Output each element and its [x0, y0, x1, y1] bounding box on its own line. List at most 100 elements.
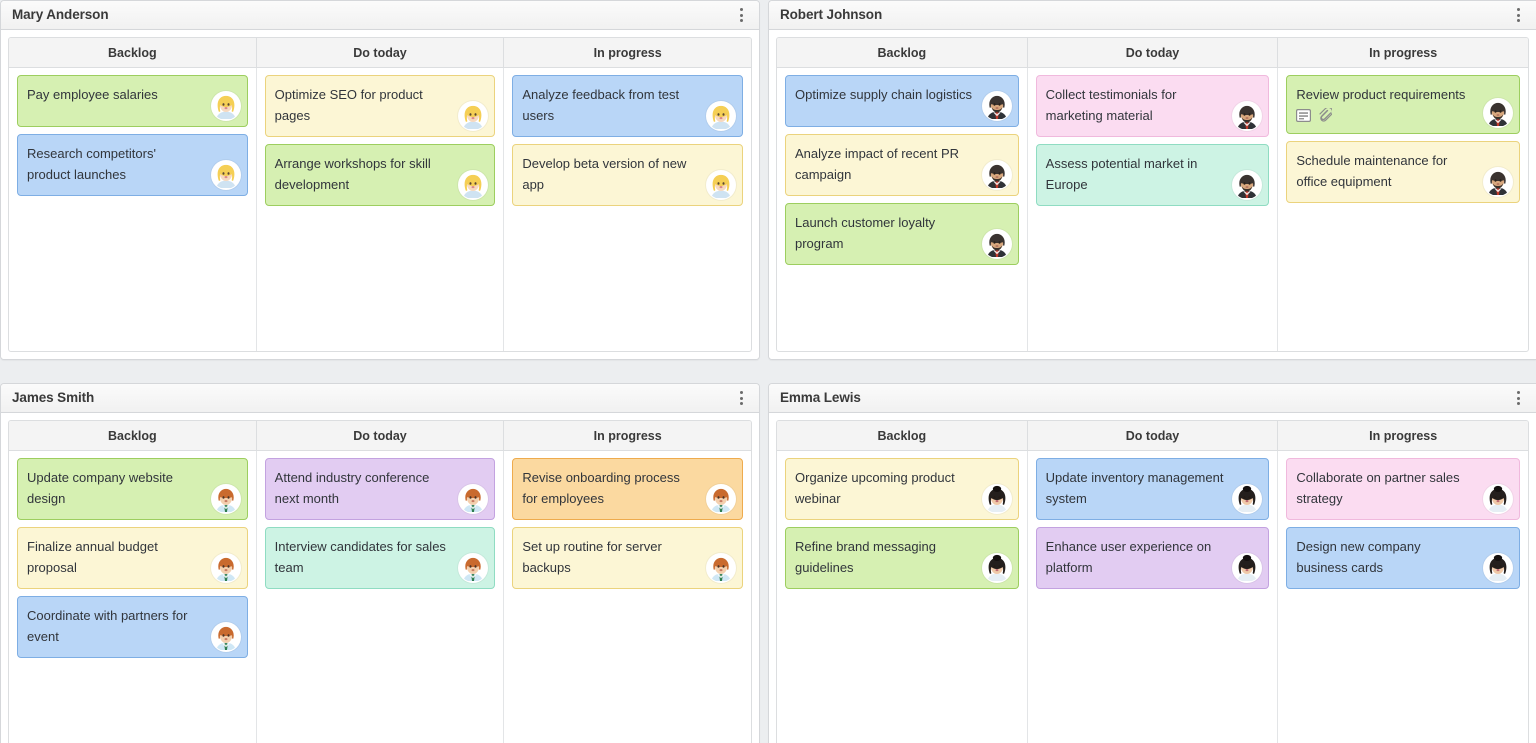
task-card[interactable]: Research competitors' product launches — [17, 134, 248, 197]
avatar — [1232, 553, 1263, 584]
task-card[interactable]: Review product requirements — [1286, 75, 1521, 135]
avatar — [981, 229, 1012, 260]
task-card-title: Assess potential market in Europe — [1045, 156, 1198, 193]
board-header: Emma Lewis — [769, 384, 1536, 413]
avatar — [458, 484, 489, 515]
column-header-backlog: Backlog — [777, 38, 1028, 67]
board-title: Mary Anderson — [12, 7, 109, 23]
task-card[interactable]: Interview candidates for sales team — [264, 527, 496, 590]
task-card[interactable]: Refine brand messaging guidelines — [785, 527, 1019, 590]
description-icon — [1296, 109, 1312, 123]
task-card-title: Review product requirements — [1296, 87, 1466, 102]
task-card[interactable]: Analyze feedback from test users — [512, 75, 744, 138]
column-header-backlog: Backlog — [9, 421, 257, 450]
task-card[interactable]: Assess potential market in Europe — [1035, 144, 1270, 207]
task-card[interactable]: Update company website design — [17, 458, 248, 521]
task-card[interactable]: Collaborate on partner sales strategy — [1286, 458, 1521, 521]
task-card[interactable]: Organize upcoming product webinar — [785, 458, 1019, 521]
task-card[interactable]: Enhance user experience on platform — [1035, 527, 1270, 590]
task-card[interactable]: Collect testimonials for marketing mater… — [1035, 75, 1270, 138]
avatar — [210, 622, 241, 653]
task-card[interactable]: Develop beta version of new app — [512, 144, 744, 207]
task-card-title: Arrange workshops for skill development — [274, 156, 431, 193]
task-card-title: Update company website design — [27, 470, 173, 507]
avatar — [981, 91, 1012, 121]
column-dropzone-in-progress[interactable]: Collaborate on partner sales strategy De… — [1278, 451, 1528, 743]
avatar — [1232, 484, 1263, 515]
task-card[interactable]: Optimize SEO for product pages — [264, 75, 496, 138]
column-dropzone-backlog[interactable]: Update company website design Finalize a… — [9, 451, 257, 743]
task-card-title: Set up routine for server backups — [522, 539, 662, 576]
column-header-in-progress: In progress — [1369, 428, 1438, 443]
column-dropzone-in-progress[interactable]: Review product requirements Schedule mai… — [1278, 68, 1528, 351]
task-card[interactable]: Pay employee salaries — [17, 75, 248, 127]
task-card[interactable]: Arrange workshops for skill development — [264, 144, 496, 207]
board-header: Mary Anderson — [1, 1, 759, 30]
task-card-title: Schedule maintenance for office equipmen… — [1296, 153, 1448, 190]
avatar — [458, 170, 489, 201]
column-dropzone-backlog[interactable]: Pay employee salaries Research competito… — [9, 68, 257, 351]
column-dropzone-do-today[interactable]: Update inventory management system Enhan… — [1028, 451, 1279, 743]
vertical-dots-icon[interactable] — [732, 4, 750, 26]
avatar — [1483, 167, 1514, 198]
task-card-title: Collaborate on partner sales strategy — [1296, 470, 1460, 507]
vertical-dots-icon[interactable] — [732, 387, 750, 409]
column-header-backlog: Backlog — [777, 421, 1028, 450]
avatar — [706, 553, 737, 584]
column-header-do-today: Do today — [257, 38, 505, 67]
task-card[interactable]: Schedule maintenance for office equipmen… — [1286, 141, 1521, 204]
task-card-title: Finalize annual budget proposal — [27, 539, 158, 576]
paperclip-icon — [1318, 108, 1333, 123]
column-header-do-today: Do today — [1028, 38, 1279, 67]
avatar — [706, 170, 737, 201]
task-card-title: Optimize supply chain logistics — [795, 87, 973, 102]
column-header-backlog: Backlog — [9, 38, 257, 67]
task-card-badges — [1296, 108, 1475, 123]
avatar — [706, 484, 737, 515]
column-header-in-progress: In progress — [593, 45, 662, 60]
task-card-title: Collect testimonials for marketing mater… — [1045, 87, 1177, 124]
avatar — [458, 101, 489, 132]
task-card-title: Update inventory management system — [1045, 470, 1224, 507]
task-card-title: Organize upcoming product webinar — [795, 470, 955, 507]
task-card[interactable]: Coordinate with partners for event — [17, 596, 248, 659]
task-card[interactable]: Attend industry conference next month — [264, 458, 496, 521]
task-card[interactable]: Optimize supply chain logistics — [785, 75, 1019, 127]
task-card-title: Revise onboarding process for employees — [522, 470, 680, 507]
column-dropzone-do-today[interactable]: Optimize SEO for product pages Arrange w… — [257, 68, 505, 351]
column-dropzone-backlog[interactable]: Organize upcoming product webinar Refine… — [777, 451, 1028, 743]
column-dropzone-do-today[interactable]: Collect testimonials for marketing mater… — [1028, 68, 1279, 351]
avatar — [981, 160, 1012, 191]
task-card-title: Launch customer loyalty program — [795, 215, 936, 252]
board-title: Emma Lewis — [780, 390, 861, 406]
avatar — [1483, 484, 1514, 515]
avatar — [981, 484, 1012, 515]
task-card-title: Research competitors' product launches — [27, 146, 156, 183]
column-dropzone-backlog[interactable]: Optimize supply chain logistics Analyze … — [777, 68, 1028, 351]
column-dropzone-do-today[interactable]: Attend industry conference next month In… — [257, 451, 505, 743]
vertical-dots-icon[interactable] — [1509, 387, 1527, 409]
board-title: Robert Johnson — [780, 7, 883, 23]
task-card[interactable]: Set up routine for server backups — [512, 527, 744, 590]
column-dropzone-in-progress[interactable]: Revise onboarding process for employees … — [504, 451, 751, 743]
column-dropzone-in-progress[interactable]: Analyze feedback from test users Develop… — [504, 68, 751, 351]
column-body-row: Optimize supply chain logistics Analyze … — [777, 68, 1528, 351]
task-card[interactable]: Revise onboarding process for employees — [512, 458, 744, 521]
column-header-in-progress: In progress — [1369, 45, 1438, 60]
vertical-dots-icon[interactable] — [1509, 4, 1527, 26]
task-card[interactable]: Update inventory management system — [1035, 458, 1270, 521]
task-card[interactable]: Design new company business cards — [1286, 527, 1521, 590]
task-card-title: Design new company business cards — [1296, 539, 1421, 576]
task-card[interactable]: Launch customer loyalty program — [785, 203, 1019, 266]
task-card-title: Interview candidates for sales team — [274, 539, 446, 576]
task-card[interactable]: Finalize annual budget proposal — [17, 527, 248, 590]
task-card[interactable]: Analyze impact of recent PR campaign — [785, 134, 1019, 197]
